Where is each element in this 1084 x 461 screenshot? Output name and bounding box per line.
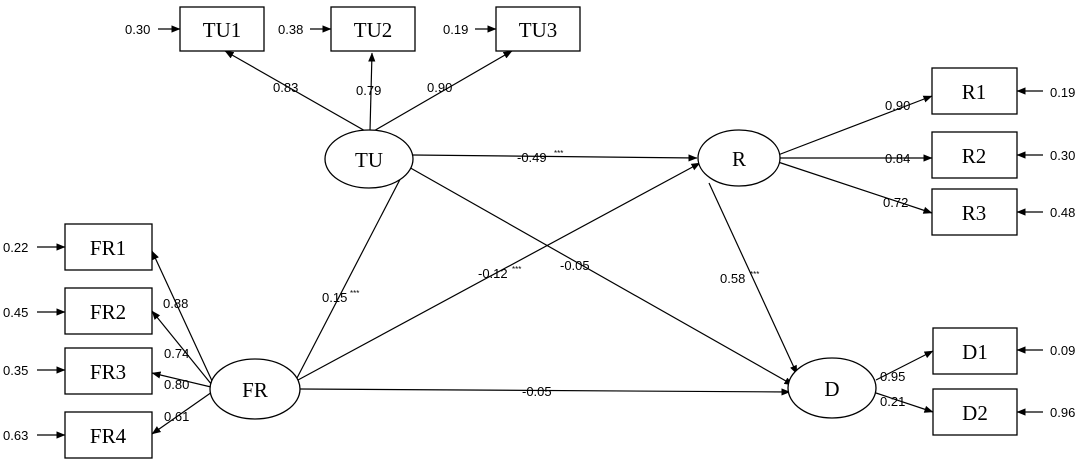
loading-tu1: 0.83 <box>273 80 298 95</box>
indicator-r2: R2 <box>931 131 1018 179</box>
latent-r: R <box>697 129 781 187</box>
indicator-label: TU2 <box>354 18 393 42</box>
indicator-tu2: TU2 <box>330 6 416 52</box>
coef-fr-tu: 0.15 *** <box>322 289 359 305</box>
coef-significance: *** <box>512 265 521 274</box>
coef-tu-d: -0.05 <box>560 258 590 273</box>
coef-tu-r: -0.49 *** <box>517 149 563 165</box>
indicator-label: FR4 <box>90 424 127 448</box>
edge-fr-fr3 <box>151 371 212 388</box>
edge-tu-tu3 <box>371 50 513 133</box>
error-r2: 0.30 <box>1050 148 1075 163</box>
error-fr3: 0.35 <box>3 363 28 378</box>
error-fr2: 0.45 <box>3 305 28 320</box>
edge-tu-tu2 <box>368 52 376 132</box>
indicator-label: FR1 <box>90 236 126 260</box>
latent-label: FR <box>242 378 268 402</box>
edge-fr-fr2 <box>151 310 213 386</box>
indicator-r3: R3 <box>931 188 1018 236</box>
edge-d-d1 <box>875 350 934 381</box>
path-fr-r <box>297 162 701 381</box>
error-fr4: 0.63 <box>3 428 28 443</box>
loading-fr1: 0.88 <box>163 296 188 311</box>
edge-r-r1 <box>777 95 933 156</box>
path-r-d <box>708 182 798 375</box>
latent-d: D <box>787 357 877 419</box>
loading-r2: 0.84 <box>885 151 910 166</box>
loading-r1: 0.90 <box>885 98 910 113</box>
edge-fr-fr4 <box>151 391 213 435</box>
indicator-label: TU3 <box>519 18 558 42</box>
indicator-tu1: TU1 <box>179 6 265 52</box>
error-tu2: 0.38 <box>278 22 303 37</box>
coef-value: 0.58 <box>720 271 745 286</box>
coef-significance: *** <box>554 149 563 158</box>
indicator-fr2: FR2 <box>64 287 153 335</box>
coef-significance: *** <box>750 270 759 279</box>
error-r3: 0.48 <box>1050 205 1075 220</box>
indicator-label: FR2 <box>90 300 126 324</box>
path-fr-tu <box>296 163 409 379</box>
edge-fr-fr1 <box>151 250 214 384</box>
indicator-label: R1 <box>962 80 987 104</box>
latent-label: R <box>732 147 746 171</box>
indicator-d2: D2 <box>932 388 1018 436</box>
coef-value: -0.05 <box>560 258 590 273</box>
indicator-d1: D1 <box>932 327 1018 375</box>
coef-value: -0.12 <box>478 266 508 281</box>
latent-label: D <box>824 377 839 401</box>
latent-fr: FR <box>209 358 301 420</box>
indicator-label: TU1 <box>203 18 242 42</box>
loading-tu3: 0.90 <box>427 80 452 95</box>
indicator-label: FR3 <box>90 360 126 384</box>
latent-label: TU <box>355 148 383 172</box>
loading-tu2: 0.79 <box>356 83 381 98</box>
error-tu1: 0.30 <box>125 22 150 37</box>
edge-d-d2 <box>875 392 934 413</box>
indicator-r1: R1 <box>931 67 1018 115</box>
loading-d2: 0.21 <box>880 394 905 409</box>
coef-value: -0.49 <box>517 150 547 165</box>
indicator-tu3: TU3 <box>495 6 581 52</box>
error-d1: 0.09 <box>1050 343 1075 358</box>
indicator-label: R3 <box>962 201 987 225</box>
coef-fr-d: -0.05 <box>522 384 552 399</box>
error-r1: 0.19 <box>1050 85 1075 100</box>
edge-r-r3 <box>777 161 933 214</box>
error-d2: 0.96 <box>1050 405 1075 420</box>
coef-value: 0.15 <box>322 290 347 305</box>
loading-fr4: 0.61 <box>164 409 189 424</box>
coef-significance: *** <box>350 289 359 298</box>
loading-fr2: 0.74 <box>164 346 189 361</box>
edge-tu-tu1 <box>224 50 368 133</box>
indicator-fr4: FR4 <box>64 411 153 459</box>
path-tu-r <box>412 154 698 162</box>
error-tu3: 0.19 <box>443 22 468 37</box>
indicator-label: R2 <box>962 144 987 168</box>
latent-tu: TU <box>324 129 414 189</box>
coef-value: -0.05 <box>522 384 552 399</box>
error-fr1: 0.22 <box>3 240 28 255</box>
indicator-label: D1 <box>962 340 988 364</box>
loading-fr3: 0.80 <box>164 377 189 392</box>
indicator-fr1: FR1 <box>64 223 153 271</box>
indicator-fr3: FR3 <box>64 347 153 395</box>
loading-r3: 0.72 <box>883 195 908 210</box>
path-fr-d <box>299 388 791 396</box>
coef-r-d: 0.58 *** <box>720 270 759 286</box>
loading-d1: 0.95 <box>880 369 905 384</box>
coef-fr-r: -0.12 *** <box>478 265 521 281</box>
indicator-label: D2 <box>962 401 988 425</box>
path-tu-d <box>406 165 794 386</box>
